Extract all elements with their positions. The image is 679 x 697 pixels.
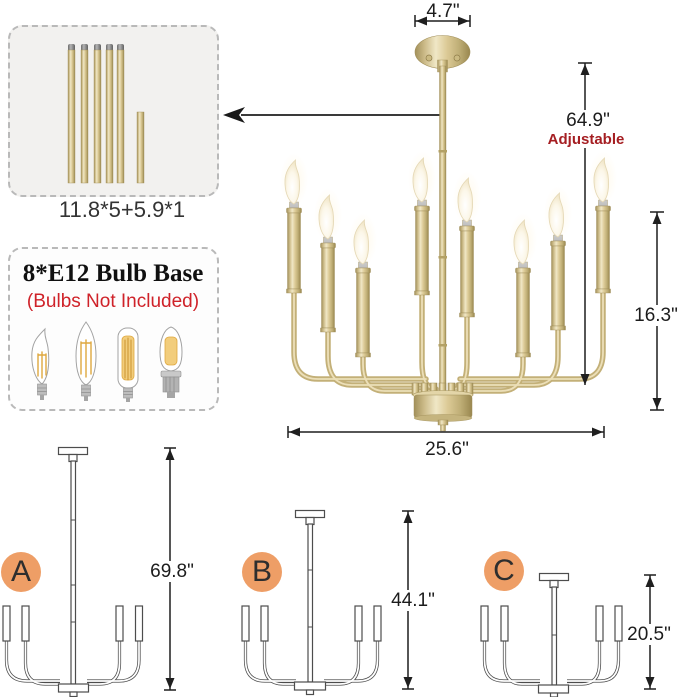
chandelier-arms	[291, 285, 606, 394]
bulb-box-title: 8*E12 Bulb Base	[22, 260, 204, 287]
variant-a-letter: A	[10, 555, 31, 588]
variant-c-badge: C	[484, 551, 524, 591]
rod-segments-graphic	[67, 44, 145, 184]
short-rod-segment	[136, 111, 145, 184]
center-hub	[411, 382, 474, 432]
variant-b-height-label: 44.1"	[388, 590, 438, 611]
tubular-bulb-icon	[117, 327, 139, 402]
adjustable-height-label: 64.9"	[563, 110, 613, 131]
variant-c-graphic	[480, 572, 656, 697]
variant-b-graphic	[241, 509, 414, 696]
flame-bulbs	[280, 151, 617, 267]
candle-sleeves	[286, 199, 611, 358]
fixture-height-label: 16.3"	[631, 305, 679, 326]
flame-tip-bulb-icon	[31, 327, 50, 400]
fixture-width-label: 25.6"	[425, 439, 469, 460]
bulb-icons	[31, 321, 183, 402]
rod-pointer-arrow	[223, 107, 441, 123]
variant-a-badge: A	[1, 552, 41, 592]
variant-a-graphic	[2, 446, 176, 697]
rod-kit-label: 11.8*5+5.9*1	[58, 197, 186, 222]
canopy-width-label: 4.7"	[426, 1, 460, 22]
variant-b-badge: B	[242, 552, 282, 592]
canopy-width-dimension	[414, 15, 471, 27]
fixture-width-dimension	[287, 426, 605, 438]
rod-kit-box	[8, 25, 219, 197]
variant-a-height-label: 69.8"	[147, 561, 197, 582]
torpedo-bulb-icon	[75, 321, 97, 401]
adjustable-text-label: Adjustable	[544, 131, 628, 148]
bulb-base-box	[8, 247, 219, 411]
downrod	[438, 65, 447, 395]
variant-c-letter: C	[493, 554, 515, 587]
variant-b-letter: B	[251, 555, 272, 588]
bulb-box-subtitle: (Bulbs Not Included)	[26, 291, 200, 312]
bullet-bulb-icon	[159, 326, 183, 398]
chandelier-graphic	[223, 15, 664, 438]
variant-c-height-label: 20.5"	[624, 624, 674, 645]
